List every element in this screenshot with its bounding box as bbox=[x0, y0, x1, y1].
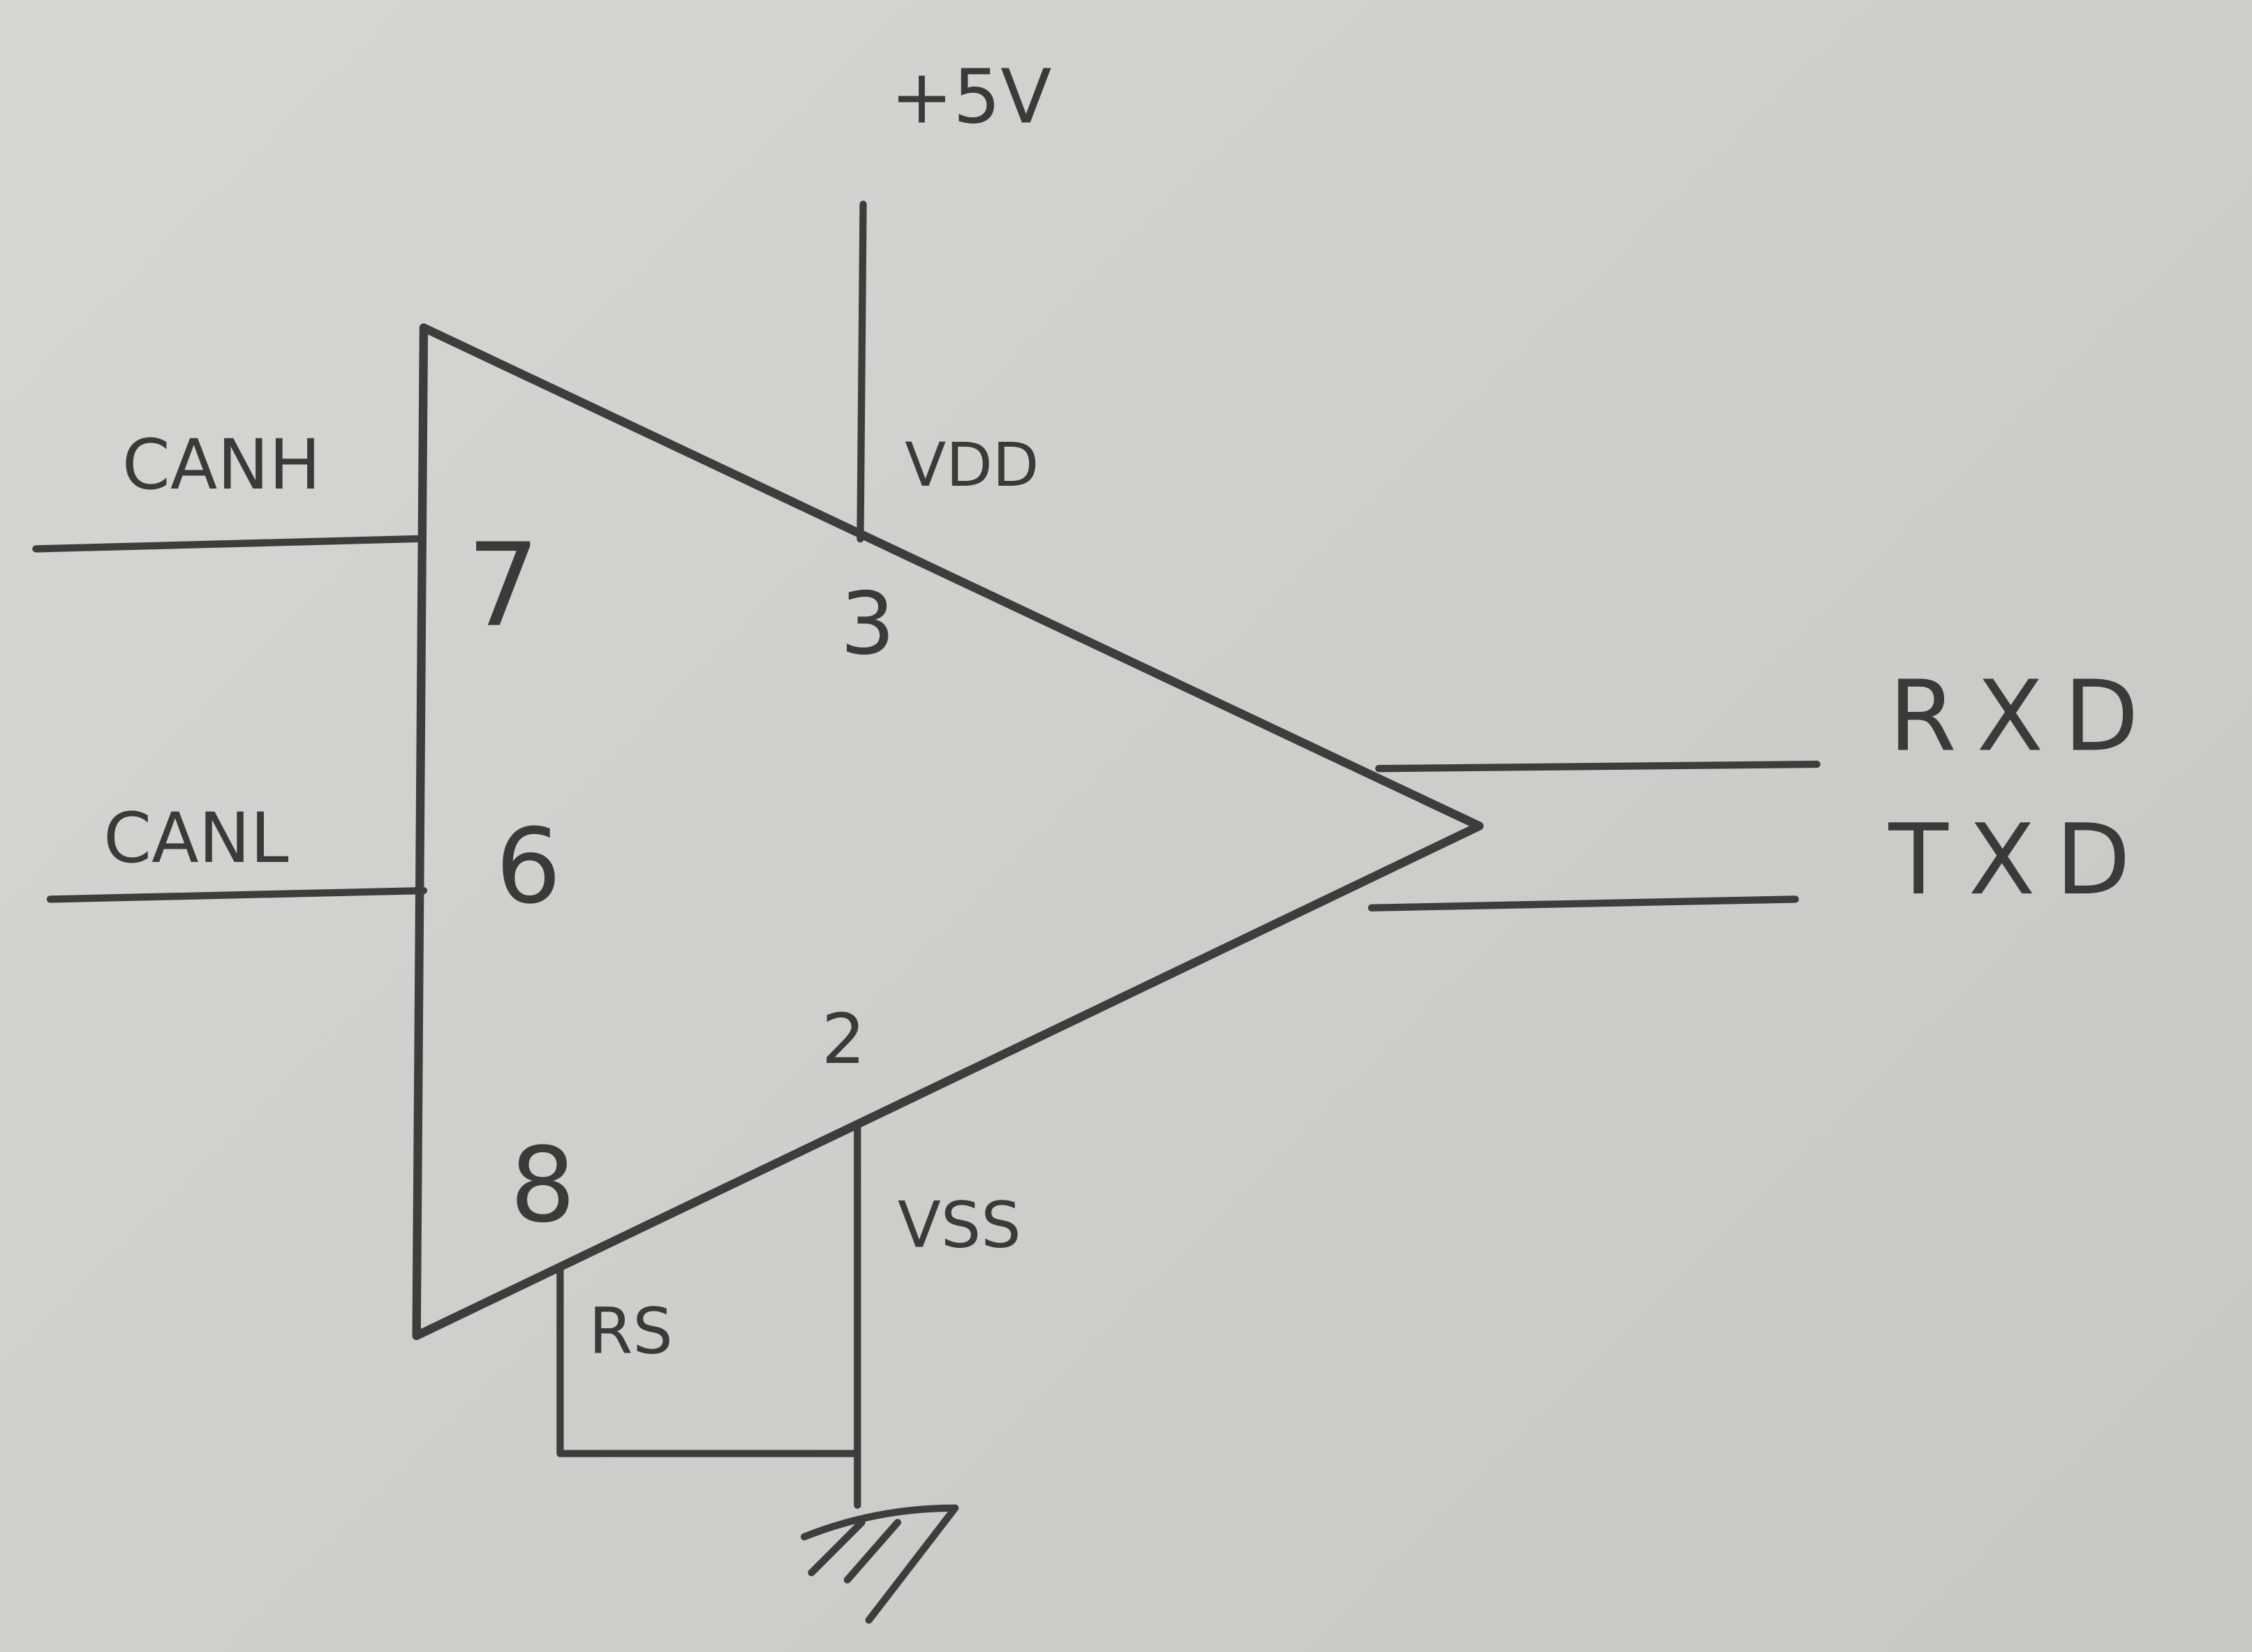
rxd-wire bbox=[1375, 760, 1821, 773]
rs-wire bbox=[556, 1267, 861, 1457]
canh-label: CANH bbox=[122, 425, 321, 505]
pin-7-number: 7 bbox=[467, 518, 540, 652]
transceiver-triangle bbox=[412, 323, 1484, 1341]
supply-label: +5V bbox=[891, 54, 1052, 140]
vss-label: VSS bbox=[898, 1189, 1021, 1262]
ground-icon bbox=[800, 1504, 959, 1624]
canh-wire bbox=[32, 535, 420, 553]
rxd-label: RXD bbox=[1888, 659, 2158, 773]
vdd-label: VDD bbox=[905, 431, 1039, 500]
txd-label: TXD bbox=[1888, 803, 2150, 916]
pin-8-number: 8 bbox=[510, 1125, 575, 1245]
canl-wire bbox=[46, 886, 428, 903]
rs-label: RS bbox=[589, 1295, 673, 1369]
canl-label: CANL bbox=[103, 798, 288, 879]
vdd-wire bbox=[857, 200, 867, 543]
pin-6-number: 6 bbox=[496, 807, 561, 927]
pin-2-number: 2 bbox=[822, 999, 866, 1080]
txd-wire bbox=[1368, 895, 1799, 911]
pin-3-number: 3 bbox=[840, 574, 896, 675]
